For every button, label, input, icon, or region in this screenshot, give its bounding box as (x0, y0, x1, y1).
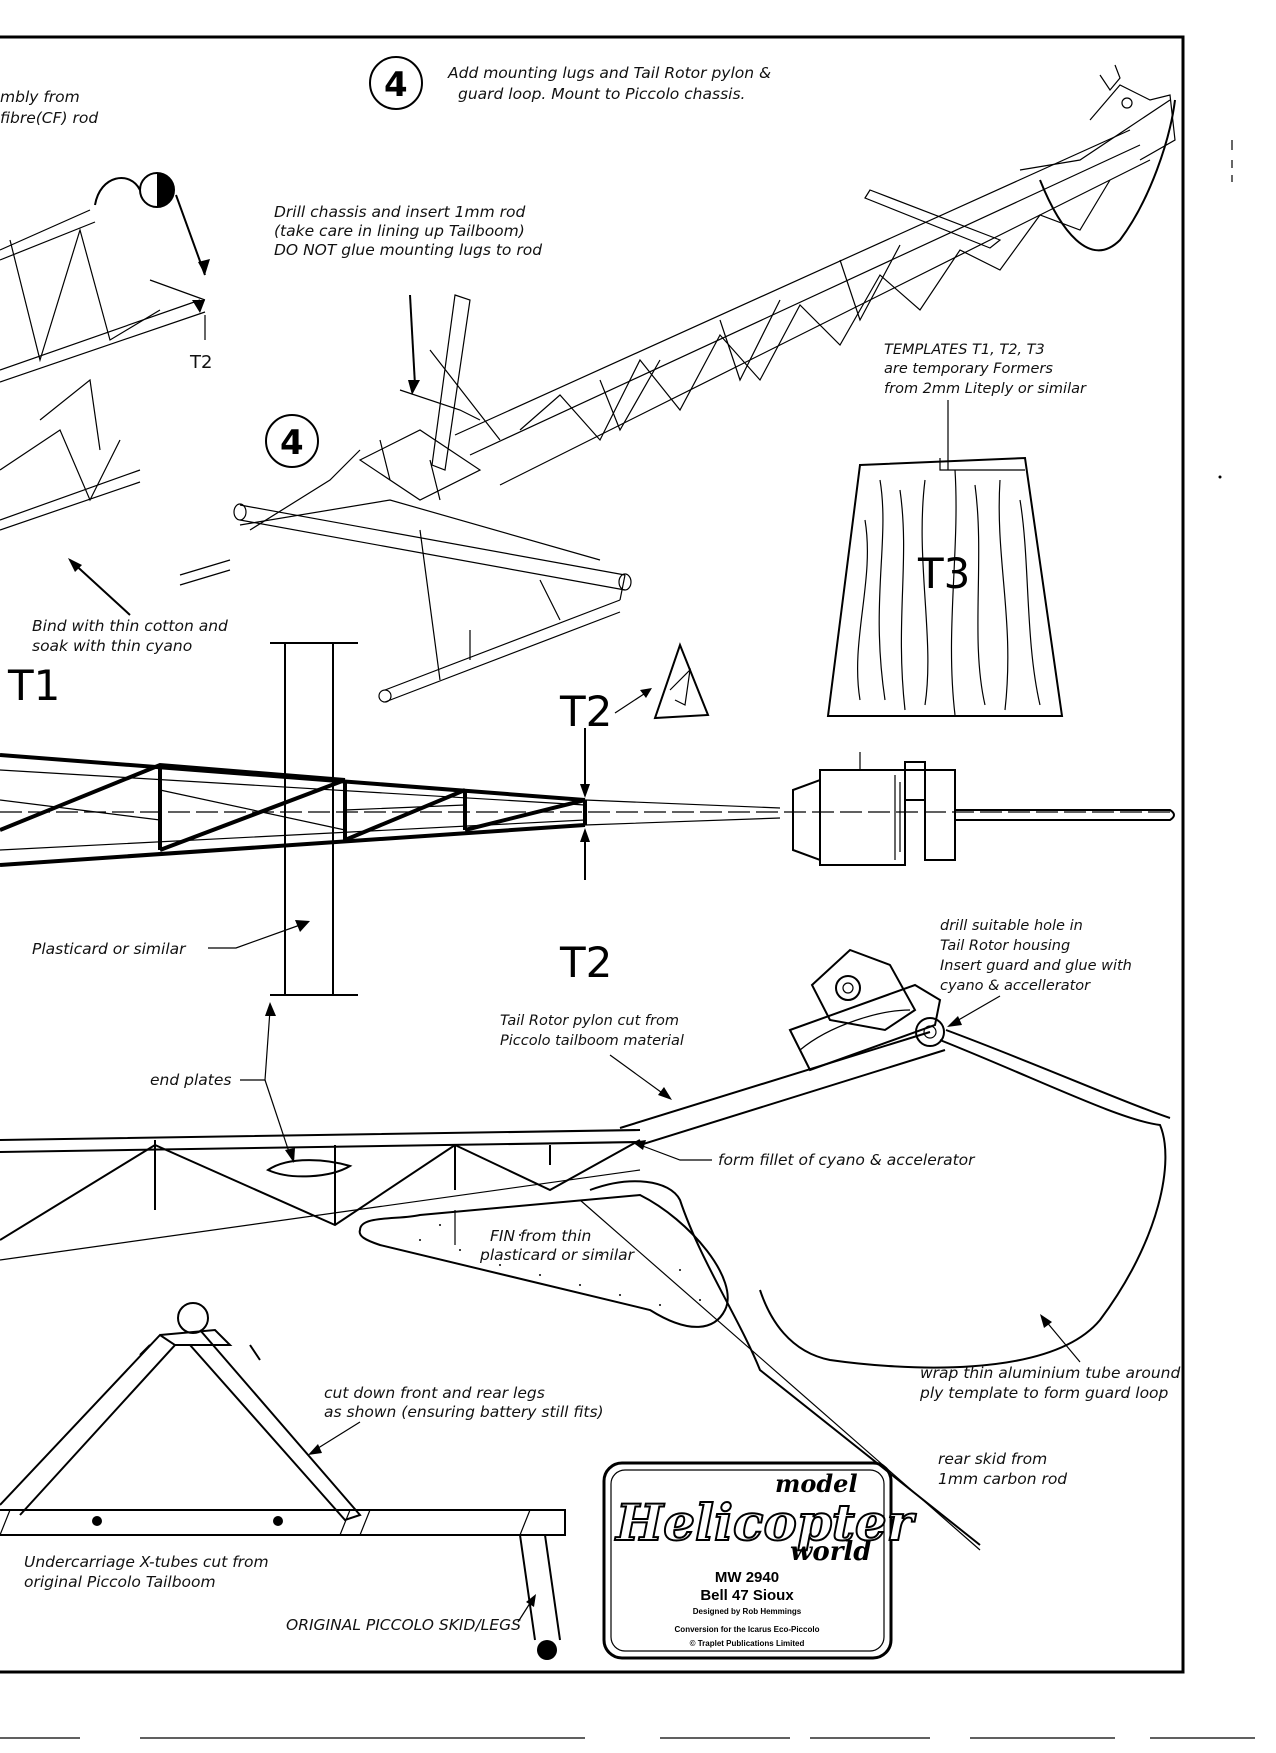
conversion-credit: Conversion for the Icarus Eco-Piccolo (675, 1625, 820, 1634)
fin-note-line1: FIN from thin (490, 1227, 591, 1245)
step-4b-number: 4 (280, 423, 304, 463)
x-tubes-line1: Undercarriage X-tubes cut from (24, 1553, 269, 1571)
guard-note-line2: ply template to form guard loop (919, 1384, 1169, 1402)
rear-skid-line1: rear skid from (938, 1450, 1047, 1468)
step-4-number: 4 (384, 65, 408, 105)
label-t3: T3 (917, 549, 970, 598)
step-4-tailboom-3d (179, 64, 1176, 703)
drill-note-line2: (take care in lining up Tailboom) (274, 222, 525, 240)
fillet-note: form fillet of cyano & accelerator (632, 1140, 976, 1169)
end-plates-text: end plates (150, 1071, 231, 1089)
carbon-fibre-note: mbly from fibre(CF) rod (0, 88, 98, 127)
guard-loop-note: wrap thin aluminium tube around ply temp… (919, 1314, 1180, 1402)
templates-note-line1: TEMPLATES T1, T2, T3 (884, 342, 1045, 358)
title-block: model Helicopter world MW 2940 Bell 47 S… (602, 1461, 918, 1660)
templates-note-line3: from 2mm Liteply or similar (884, 381, 1087, 397)
fin-note-line2: plasticard or similar (479, 1246, 636, 1264)
step-4-header: 4 Add mounting lugs and Tail Rotor pylon… (369, 56, 771, 110)
pylon-note: Tail Rotor pylon cut from Piccolo tailbo… (500, 1013, 684, 1100)
drill-hole-note: drill suitable hole in Tail Rotor housin… (940, 918, 1132, 1027)
pylon-note-line2: Piccolo tailboom material (500, 1033, 684, 1049)
bind-cotton-note: Bind with thin cotton and soak with thin… (7, 617, 228, 710)
bind-note-line1: Bind with thin cotton and (32, 617, 228, 635)
logo-world: world (790, 1537, 871, 1567)
label-t1: T1 (7, 661, 60, 710)
page-edge-marks (0, 140, 1255, 1739)
carbon-fibre-note-line2: fibre(CF) rod (0, 109, 98, 127)
rear-skid-line2: 1mm carbon rod (938, 1470, 1067, 1488)
drill-hole-line1: drill suitable hole in (940, 918, 1083, 934)
template-t3: T3 (826, 456, 1064, 717)
tailboom-side-view: T2 (0, 728, 1175, 987)
end-plates-note: end plates (150, 1002, 295, 1163)
label-t2-small: T2 (189, 352, 212, 373)
logo-helicopter: Helicopter (614, 1493, 917, 1552)
label-t2-upper: T2 (559, 687, 612, 736)
plan-name: Bell 47 Sioux (700, 1587, 794, 1604)
plasticard-end-plate: Plasticard or similar (32, 642, 358, 996)
fillet-note-text: form fillet of cyano & accelerator (718, 1151, 976, 1169)
rear-skid-note: rear skid from 1mm carbon rod (938, 1450, 1067, 1488)
drill-note-line3: DO NOT glue mounting lugs to rod (274, 241, 542, 259)
tail-rotor-detail: FIN from thin plasticard or similar (0, 948, 1171, 1551)
x-tubes-line2: original Piccolo Tailboom (24, 1573, 216, 1591)
plan-number: MW 2940 (715, 1569, 779, 1586)
cut-legs-line2: as shown (ensuring battery still fits) (324, 1403, 604, 1421)
bind-note-line2: soak with thin cyano (32, 637, 192, 655)
step-4b-marker: 4 (265, 414, 319, 468)
step-4-text-line1: Add mounting lugs and Tail Rotor pylon & (447, 64, 771, 82)
drawing-frame (0, 35, 1185, 1674)
undercarriage-view: cut down front and rear legs as shown (e… (0, 1302, 604, 1660)
templates-note-line2: are temporary Formers (884, 361, 1053, 377)
guard-note-line1: wrap thin aluminium tube around (920, 1364, 1180, 1382)
drill-hole-line3: Insert guard and glue with (940, 958, 1132, 974)
pylon-note-line1: Tail Rotor pylon cut from (500, 1013, 679, 1029)
logo-model: model (775, 1469, 858, 1498)
step-4-text-line2: guard loop. Mount to Piccolo chassis. (458, 85, 745, 103)
upper-left-truss: T2 (0, 172, 212, 616)
designer-credit: Designed by Rob Hemmings (693, 1607, 802, 1616)
drill-note-line1: Drill chassis and insert 1mm rod (274, 203, 526, 221)
plasticard-note: Plasticard or similar (32, 940, 187, 958)
copyright: © Traplet Publications Limited (690, 1639, 805, 1648)
carbon-fibre-note-line1: mbly from (0, 88, 80, 106)
cut-legs-line1: cut down front and rear legs (324, 1384, 545, 1402)
label-t2-lower: T2 (559, 938, 612, 987)
drill-hole-line2: Tail Rotor housing (940, 938, 1070, 954)
drill-hole-line4: cyano & accellerator (940, 978, 1091, 994)
drill-chassis-note: Drill chassis and insert 1mm rod (take c… (274, 203, 542, 259)
template-t2: T2 (559, 642, 710, 736)
original-skid-label: ORIGINAL PICCOLO SKID/LEGS (286, 1616, 521, 1634)
templates-note: TEMPLATES T1, T2, T3 are temporary Forme… (884, 342, 1087, 470)
